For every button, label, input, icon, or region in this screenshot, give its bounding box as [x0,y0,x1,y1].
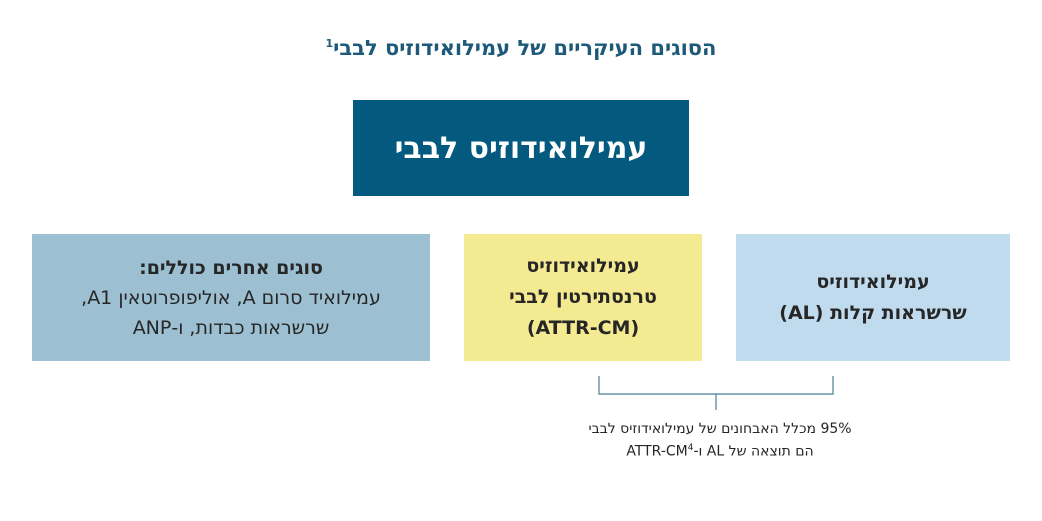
main-category-label: עמילואידוזיס לבבי [394,130,648,166]
other-types-line-2: שרשראות כבדות, ו-ANP [132,316,330,339]
other-types-box: סוגים אחרים כוללים: עמילואיד סרום A, אול… [32,234,430,361]
bracket-note-line-2: הם תוצאה של AL ו-ATTR-CM4 [520,439,920,462]
bracket-arms [598,376,834,395]
other-types-line-1: עמילואיד סרום A, אוליפופרוטאין A1, [81,286,381,309]
attr-cm-line-1: עמילואידוזיס [526,255,640,277]
attr-cm-line-3: (ATTR-CM) [526,317,640,339]
al-line-2: שרשראות קלות (AL) [779,301,967,324]
page-title-footnote-ref: 1 [325,37,334,50]
al-line-1: עמילואידוזיס [816,270,930,293]
page-title-text: הסוגים העיקריים של עמילואידוזיס לבבי [333,36,717,60]
other-types-heading: סוגים אחרים כוללים: [139,256,323,279]
bracket-note: 95% מכלל האבחונים של עמילואידוזיס לבבי ה… [520,420,920,462]
attr-cm-line-2: טרנסתירטין לבבי [509,286,657,308]
attr-cm-box: עמילואידוזיס טרנסתירטין לבבי (ATTR-CM) [464,234,702,361]
grouping-bracket [598,376,834,410]
bracket-note-line-2-text: הם תוצאה של AL ו-ATTR-CM [626,443,814,460]
main-category-box: עמילואידוזיס לבבי [353,100,689,196]
bracket-note-footnote-ref: 4 [687,443,694,453]
bracket-note-line-1: 95% מכלל האבחונים של עמילואידוזיס לבבי [588,421,852,437]
al-box: עמילואידוזיס שרשראות קלות (AL) [736,234,1010,361]
page-title: הסוגים העיקריים של עמילואידוזיס לבבי1 [0,36,1042,60]
